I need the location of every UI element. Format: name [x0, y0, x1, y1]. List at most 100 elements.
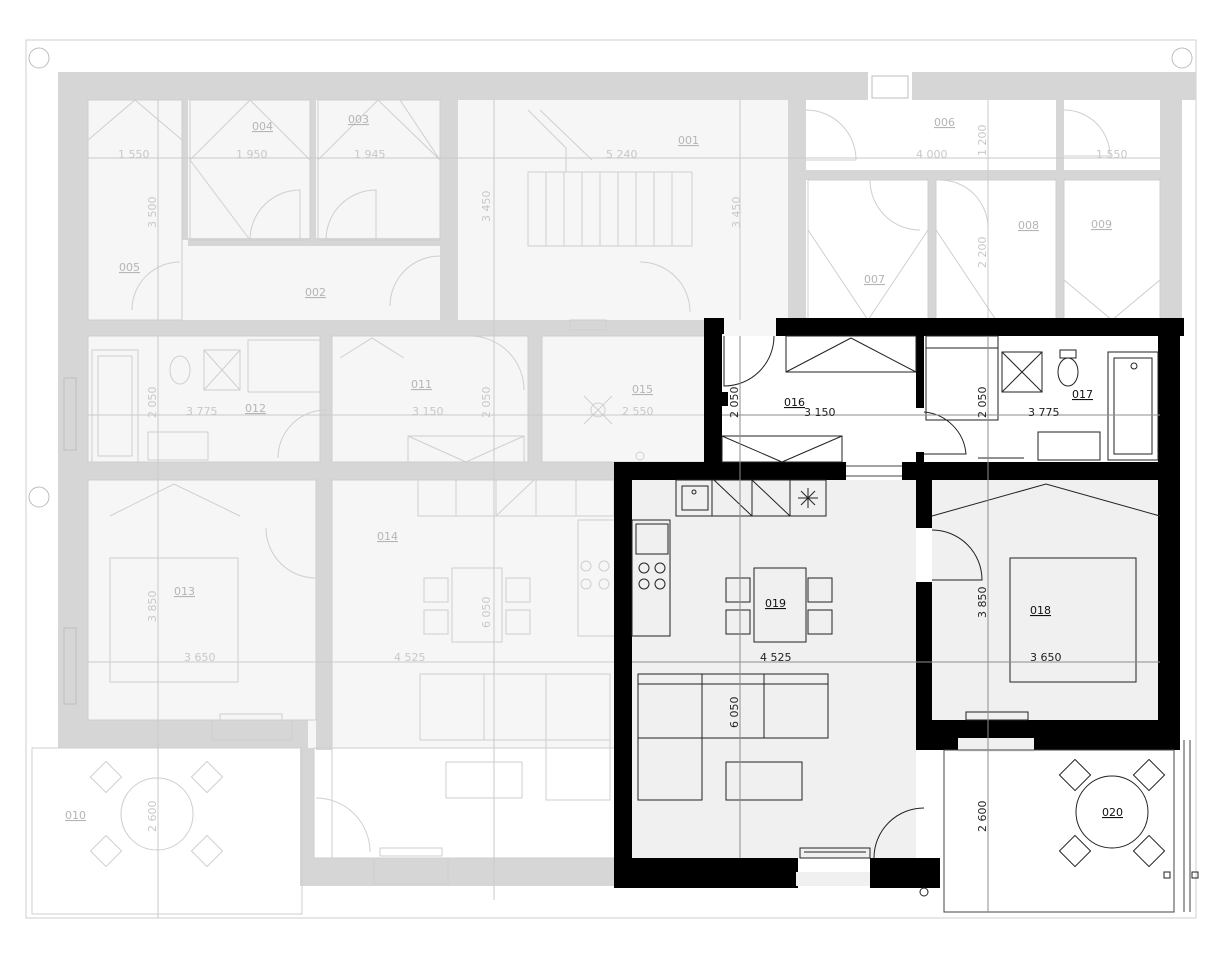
floor-active — [932, 480, 1160, 720]
wall-grey — [88, 462, 618, 480]
wall-black — [704, 318, 722, 468]
room-016-fixtures — [721, 335, 917, 463]
dimension-numbers-active: 3 150 3 775 4 525 3 650 2 050 2 050 3 85… — [728, 387, 1062, 833]
room-label-011: 011 — [411, 378, 432, 391]
balcony-010 — [31, 747, 303, 915]
wall-black — [916, 720, 1180, 750]
dim-text: 1 950 — [236, 148, 268, 161]
room-label-005: 005 — [119, 261, 140, 274]
wall-black — [916, 336, 924, 408]
dim-text: 2 600 — [146, 801, 159, 833]
dim-text: 3 775 — [186, 405, 218, 418]
wall-black — [916, 480, 932, 528]
grid-marker-circle — [28, 486, 50, 508]
dim-text: 3 775 — [1028, 406, 1060, 419]
bathroom-012-fixtures — [87, 335, 321, 463]
room-label-003: 003 — [348, 113, 369, 126]
room-label-019: 019 — [765, 597, 786, 610]
dim-text: 2 050 — [146, 387, 159, 419]
room-014-fixtures — [313, 479, 617, 885]
floor-active — [720, 336, 918, 462]
wall-grey — [320, 336, 332, 462]
room-label-002: 002 — [305, 286, 326, 299]
room-011-fixtures — [331, 335, 529, 463]
dim-text: 2 050 — [976, 387, 989, 419]
wall-grey — [806, 170, 1160, 180]
wall-grey — [928, 180, 936, 322]
window-grey — [63, 627, 77, 705]
wall-grey — [300, 748, 314, 858]
room-label-016: 016 — [784, 396, 805, 409]
balcony-020 — [919, 740, 1199, 913]
wall-grey — [182, 100, 188, 240]
dim-text: 2 550 — [622, 405, 654, 418]
room-019-fixtures — [631, 479, 925, 886]
room-label-007: 007 — [864, 273, 885, 286]
dim-text: 3 850 — [146, 591, 159, 623]
wall-grey — [440, 100, 458, 320]
wall-grey — [528, 336, 542, 462]
wall-grey — [188, 238, 440, 246]
wall-grey — [1160, 100, 1182, 322]
wall-grey — [310, 100, 316, 240]
room-label-008: 008 — [1018, 219, 1039, 232]
wall-grey — [300, 858, 616, 886]
active-unit — [614, 318, 1199, 913]
dimension-numbers-inactive: 1 550 1 950 1 945 5 240 4 000 1 550 3 77… — [118, 125, 1128, 833]
wall-black — [1158, 318, 1180, 750]
chimney-grey — [871, 75, 909, 99]
dim-text: 1 550 — [1096, 148, 1128, 161]
dim-text: 3 500 — [146, 197, 159, 229]
dimension-lines-active — [632, 336, 1160, 912]
wall-black — [916, 582, 932, 748]
dim-text: 4 525 — [760, 651, 792, 664]
window-grey — [63, 377, 77, 451]
dim-text: 3 150 — [412, 405, 444, 418]
wall-black — [776, 318, 1184, 336]
room-label-017: 017 — [1072, 388, 1093, 401]
dim-text: 3 650 — [1030, 651, 1062, 664]
room-label-004: 004 — [252, 120, 273, 133]
room-label-010: 010 — [65, 809, 86, 822]
wall-black — [614, 462, 846, 480]
dim-text: 1 550 — [118, 148, 150, 161]
room-label-009: 009 — [1091, 218, 1112, 231]
room-label-015: 015 — [632, 383, 653, 396]
dim-text: 5 240 — [606, 148, 638, 161]
grid-marker-circle — [1171, 47, 1193, 69]
wall-black — [870, 858, 940, 888]
room-013-fixtures — [87, 479, 317, 741]
room-label-012: 012 — [245, 402, 266, 415]
wall-black — [614, 462, 632, 888]
dim-text: 1 200 — [976, 125, 989, 157]
room-018-fixtures — [931, 483, 1161, 752]
floor-active — [926, 336, 1160, 462]
dim-text: 2 050 — [728, 387, 741, 419]
dim-text: 3 150 — [804, 406, 836, 419]
dim-text: 6 050 — [728, 697, 741, 729]
room-label-020: 020 — [1102, 806, 1123, 819]
room-label-006: 006 — [934, 116, 955, 129]
dim-text: 1 945 — [354, 148, 386, 161]
dim-text: 2 600 — [976, 801, 989, 833]
wall-grey — [58, 72, 88, 748]
wall-black — [902, 462, 1180, 480]
dim-text: 4 525 — [394, 651, 426, 664]
wall-grey — [58, 72, 1196, 100]
staircase — [527, 109, 693, 247]
room-label-013: 013 — [174, 585, 195, 598]
room-label-014: 014 — [377, 530, 398, 543]
dim-text: 3 650 — [184, 651, 216, 664]
wall-grey — [88, 320, 708, 336]
doors-grey — [131, 109, 1111, 853]
site-outline — [25, 39, 1197, 919]
dim-text: 2 050 — [480, 387, 493, 419]
wall-grey — [868, 72, 912, 100]
inactive-plan — [25, 39, 1197, 919]
wall-grey — [788, 100, 806, 322]
room-label-018: 018 — [1030, 604, 1051, 617]
dim-text: 4 000 — [916, 148, 948, 161]
dim-text: 3 450 — [730, 197, 743, 229]
dim-text: 6 050 — [480, 597, 493, 629]
